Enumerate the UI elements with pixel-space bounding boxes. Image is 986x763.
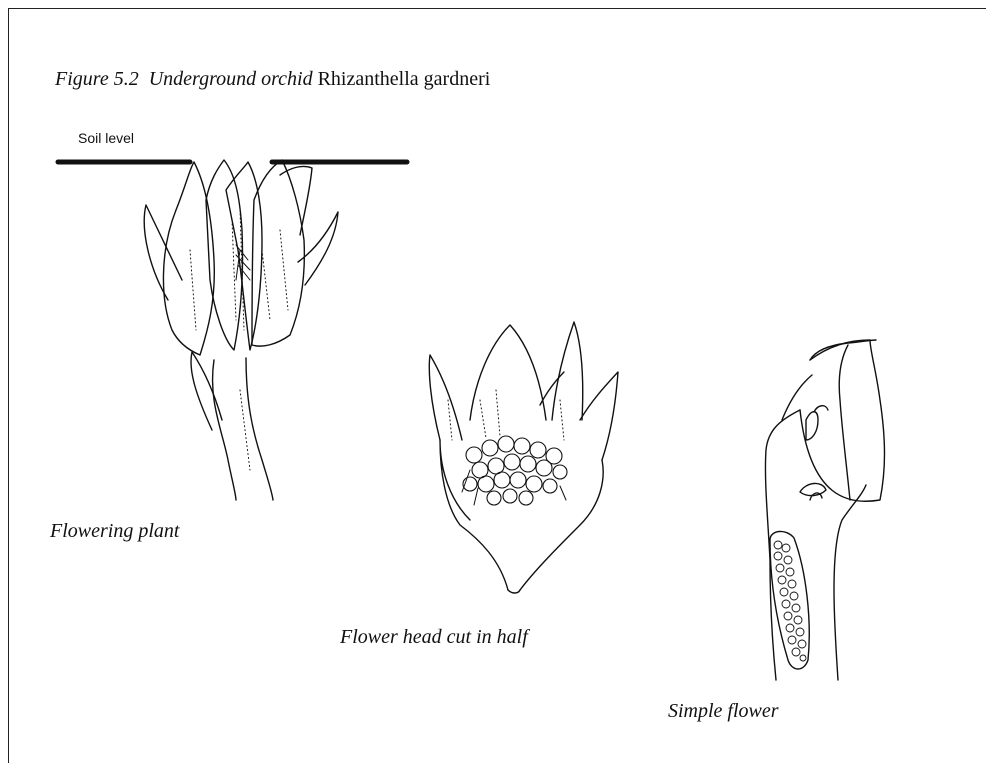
flowering-plant-drawing [144, 160, 338, 500]
flower-head-drawing [429, 322, 618, 593]
flower-head-label: Flower head cut in half [340, 626, 528, 649]
simple-flower-label: Simple flower [668, 700, 779, 723]
simple-flower-drawing [765, 340, 884, 680]
flowering-plant-label: Flowering plant [50, 520, 179, 543]
